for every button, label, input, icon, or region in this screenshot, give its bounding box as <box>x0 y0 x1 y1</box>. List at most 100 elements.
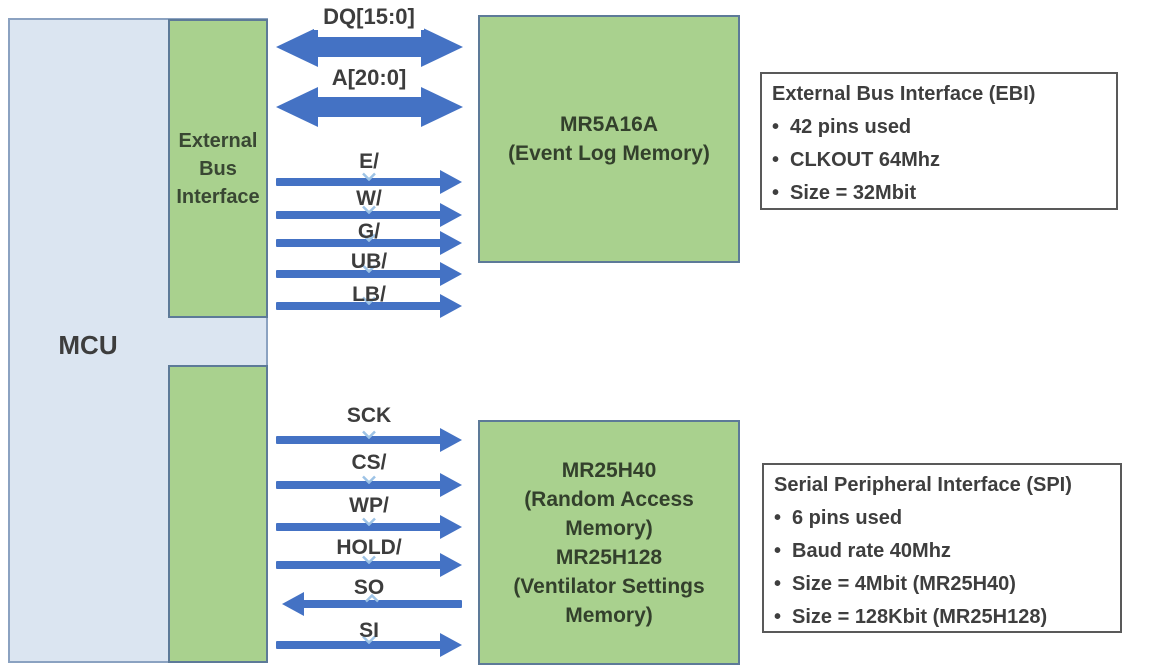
note-item: • 42 pins used <box>772 111 1106 144</box>
signal-label-sck: SCK <box>346 404 392 427</box>
chevron-down-icon <box>362 205 376 214</box>
memory1-subtitle: (Event Log Memory) <box>508 142 710 165</box>
arrow-shaft <box>298 600 462 608</box>
arrowhead-right-icon <box>440 262 462 286</box>
note-item: • Size = 128Kbit (MR25H128) <box>774 601 1110 634</box>
arrowhead-left-icon <box>276 87 318 127</box>
arrowhead-right-icon <box>440 515 462 539</box>
note-item: • CLKOUT 64Mhz <box>772 144 1106 177</box>
note-item-text: Size = 128Kbit (MR25H128) <box>792 606 1048 628</box>
signal-label-so: SO <box>353 576 385 599</box>
ebi-interface-block: External Bus Interface <box>168 19 268 318</box>
arrowhead-right-icon <box>421 87 463 127</box>
bullet-icon: • <box>774 507 782 529</box>
note-item-text: Baud rate 40Mhz <box>792 540 951 562</box>
signal-arrow-g <box>276 231 462 255</box>
bullet-icon: • <box>772 149 780 171</box>
arrowhead-left-icon <box>276 27 318 67</box>
arrow-shaft <box>276 239 446 247</box>
arrow-shaft <box>312 37 427 57</box>
memory1-name: MR5A16A <box>559 113 659 136</box>
arrow-shaft <box>276 436 446 444</box>
signal-arrow-si <box>276 633 462 657</box>
memory2-subtitle1: (Random Access Memory) <box>524 487 694 540</box>
spi-note-title: Serial Peripheral Interface (SPI) <box>774 474 1072 496</box>
arrow-shaft <box>276 211 446 219</box>
bullet-icon: • <box>772 116 780 138</box>
bullet-icon: • <box>774 606 782 628</box>
mcu-label: MCU <box>58 330 118 360</box>
chevron-down-icon <box>362 233 376 242</box>
ebi-interface-label: External Bus Interface <box>176 129 260 208</box>
arrowhead-right-icon <box>440 428 462 452</box>
bullet-icon: • <box>774 540 782 562</box>
chevron-down-icon <box>362 296 376 305</box>
arrow-shaft <box>276 302 446 310</box>
note-item: • Size = 32Mbit <box>772 177 1106 210</box>
arrow-shaft <box>276 561 446 569</box>
signal-arrow-cs <box>276 473 462 497</box>
signal-arrow-e <box>276 170 462 194</box>
arrow-shaft <box>276 481 446 489</box>
arrowhead-left-icon <box>282 592 304 616</box>
arrow-shaft <box>312 97 427 117</box>
signal-label-g: G/ <box>357 220 381 243</box>
signal-label-hold: HOLD/ <box>336 536 402 559</box>
chevron-down-icon <box>362 475 376 484</box>
signal-arrow-lb <box>276 294 462 318</box>
note-item: • 6 pins used <box>774 502 1110 535</box>
signal-label-a: A[20:0] <box>276 64 462 91</box>
signal-arrow-hold <box>276 553 462 577</box>
note-item-text: 6 pins used <box>792 507 903 529</box>
memory2-subtitle2: (Ventilator Settings Memory) <box>513 574 705 627</box>
arrow-shaft <box>276 270 446 278</box>
chevron-down-icon <box>362 517 376 526</box>
signal-arrow-dq <box>276 27 463 67</box>
note-item-text: Size = 32Mbit <box>790 182 917 204</box>
signal-arrow-so <box>282 592 462 616</box>
note-item-text: CLKOUT 64Mhz <box>790 149 940 171</box>
arrow-shaft <box>276 641 446 649</box>
arrow-shaft <box>276 523 446 531</box>
signal-arrow-ub <box>276 262 462 286</box>
arrowhead-right-icon <box>440 294 462 318</box>
signal-arrow-a <box>276 87 463 127</box>
ebi-note-title: External Bus Interface (EBI) <box>772 83 1036 105</box>
bullet-icon: • <box>772 182 780 204</box>
ebi-note-box: External Bus Interface (EBI) • 42 pins u… <box>760 72 1118 210</box>
bullet-icon: • <box>774 573 782 595</box>
chevron-down-icon <box>362 264 376 273</box>
arrowhead-right-icon <box>440 170 462 194</box>
chevron-down-icon <box>362 172 376 181</box>
arrowhead-right-icon <box>440 203 462 227</box>
signal-label-dq: DQ[15:0] <box>276 3 462 30</box>
signal-label-ub: UB/ <box>350 250 388 273</box>
chevron-up-icon <box>365 594 379 603</box>
signal-label-lb: LB/ <box>352 283 386 306</box>
event-log-memory-block: MR5A16A (Event Log Memory) <box>478 15 740 263</box>
signal-label-wp: WP/ <box>349 494 389 517</box>
arrowhead-right-icon <box>440 633 462 657</box>
arrow-shaft <box>276 178 446 186</box>
note-item: • Baud rate 40Mhz <box>774 535 1110 568</box>
memory2-name2: MR25H128 <box>555 545 663 569</box>
chevron-down-icon <box>362 430 376 439</box>
signal-label-si: SI <box>359 619 379 642</box>
signal-arrow-w <box>276 203 462 227</box>
signal-arrow-sck <box>276 428 462 452</box>
signal-label-w: W/ <box>356 187 382 210</box>
signal-arrow-wp <box>276 515 462 539</box>
arrowhead-right-icon <box>440 553 462 577</box>
signal-label-cs: CS/ <box>351 451 387 474</box>
note-item-text: 42 pins used <box>790 116 912 138</box>
note-item: • Size = 4Mbit (MR25H40) <box>774 568 1110 601</box>
chevron-down-icon <box>362 635 376 644</box>
spi-note-box: Serial Peripheral Interface (SPI) • 6 pi… <box>762 463 1122 633</box>
spi-interface-block <box>168 365 268 663</box>
arrowhead-right-icon <box>440 473 462 497</box>
settings-memory-block: MR25H40 (Random Access Memory) MR25H128 … <box>478 420 740 665</box>
note-item-text: Size = 4Mbit (MR25H40) <box>792 573 1016 595</box>
signal-label-e: E/ <box>359 150 379 173</box>
arrowhead-right-icon <box>440 231 462 255</box>
